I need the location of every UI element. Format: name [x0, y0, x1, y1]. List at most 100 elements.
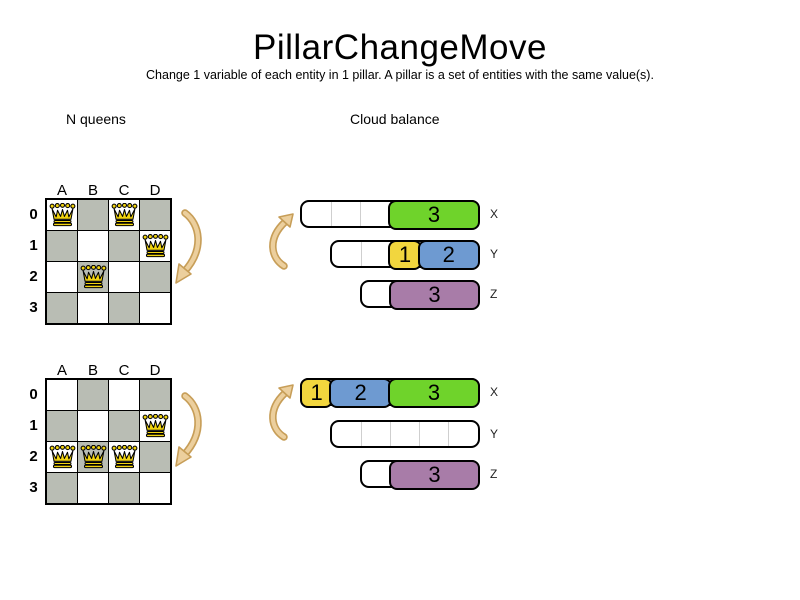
chess-grid: [45, 198, 172, 325]
row-label: 0: [29, 386, 38, 403]
process-value: 3: [428, 282, 441, 307]
board-cell: [109, 473, 139, 503]
computer-bar: 3: [360, 280, 480, 310]
queen-icon: [49, 445, 75, 469]
row-label: 2: [29, 448, 38, 465]
process-block: 1: [300, 378, 334, 408]
process-value: 1: [398, 242, 412, 267]
column-header: A: [56, 362, 67, 379]
board-cell: [78, 411, 108, 441]
board-cell: [109, 200, 139, 230]
capacity-divider: [360, 242, 362, 266]
board-cell: [47, 262, 77, 292]
cloud-move-up-arrow-icon: [269, 213, 294, 270]
board-cell: [109, 411, 139, 441]
process-value: 3: [427, 202, 441, 227]
nqueens-board-before: A B C D 0 1 2 3: [29, 182, 210, 332]
board-cell: [140, 231, 170, 261]
section-label-cloud-balance: Cloud balance: [350, 111, 440, 127]
board-cell: [109, 380, 139, 410]
computer-bar: 1 2 3: [300, 378, 480, 408]
nqueens-board-after: A B C D 0 1 2 3: [29, 362, 210, 512]
row-label: 2: [29, 268, 38, 285]
computer-label: X: [490, 385, 499, 399]
page-title: PillarChangeMove: [253, 28, 547, 67]
section-label-nqueens: N queens: [66, 111, 126, 127]
board-cell: [140, 293, 170, 323]
row-label: 3: [29, 299, 38, 316]
capacity-divider: [419, 422, 421, 446]
board-cell: [140, 262, 170, 292]
row-label: 0: [29, 206, 38, 223]
computer-label: X: [490, 207, 499, 221]
column-header: D: [149, 182, 161, 199]
board-cell: [47, 473, 77, 503]
process-block: 1: [388, 240, 422, 270]
board-cell: [78, 262, 108, 292]
board-cell: [109, 231, 139, 261]
computer-label: Y: [490, 427, 499, 441]
queen-icon: [80, 445, 106, 469]
page-subtitle: Change 1 variable of each entity in 1 pi…: [146, 68, 654, 82]
board-cell: [47, 200, 77, 230]
column-header: C: [118, 362, 130, 379]
board-cell: [109, 262, 139, 292]
queen-icon: [111, 445, 137, 469]
board-cell: [140, 200, 170, 230]
board-cell: [78, 442, 108, 472]
board-cell: [78, 380, 108, 410]
board-cell: [109, 442, 139, 472]
process-value: 1: [310, 380, 323, 405]
process-value: 3: [428, 462, 441, 487]
board-cell: [47, 411, 77, 441]
computer-label: Z: [490, 287, 498, 301]
computer-bar: 3: [300, 200, 480, 230]
column-header: B: [87, 182, 98, 199]
column-header: C: [118, 182, 130, 199]
column-header: D: [149, 362, 161, 379]
column-header: A: [56, 182, 67, 199]
row-label: 1: [29, 417, 38, 434]
process-block: 2: [417, 240, 480, 270]
queen-icon: [49, 203, 75, 227]
board-cell: [78, 293, 108, 323]
board-cell: [47, 442, 77, 472]
column-header: B: [87, 362, 98, 379]
board-cell: [78, 473, 108, 503]
queen-icon: [80, 265, 106, 289]
process-block: 3: [389, 460, 480, 490]
queen-icon: [111, 203, 137, 227]
capacity-divider: [360, 422, 362, 446]
board-cell: [109, 293, 139, 323]
capacity-divider: [389, 422, 391, 446]
row-label: 1: [29, 237, 38, 254]
process-block: 2: [329, 378, 392, 408]
process-value: 2: [442, 242, 455, 267]
board-cell: [78, 231, 108, 261]
computer-bar: [330, 420, 480, 448]
queen-icon: [142, 414, 168, 438]
board-cell: [47, 231, 77, 261]
board-move-down-arrow-icon: [175, 209, 202, 284]
process-value: 2: [354, 380, 367, 405]
board-cell: [140, 473, 170, 503]
computer-label: Y: [490, 247, 499, 261]
chess-grid: [45, 378, 172, 505]
capacity-divider: [360, 202, 362, 226]
row-label: 3: [29, 479, 38, 496]
board-cell: [140, 411, 170, 441]
queen-icon: [142, 234, 168, 258]
process-block: 3: [388, 378, 480, 408]
board-cell: [140, 380, 170, 410]
board-move-down-arrow-icon: [175, 392, 202, 467]
capacity-divider: [448, 422, 450, 446]
capacity-divider: [330, 202, 332, 226]
process-block: 3: [389, 280, 480, 310]
cloud-move-up-arrow-icon: [269, 384, 294, 441]
process-value: 3: [427, 380, 441, 405]
computer-label: Z: [490, 467, 498, 481]
board-cell: [47, 380, 77, 410]
computer-bar: 3: [360, 460, 480, 490]
